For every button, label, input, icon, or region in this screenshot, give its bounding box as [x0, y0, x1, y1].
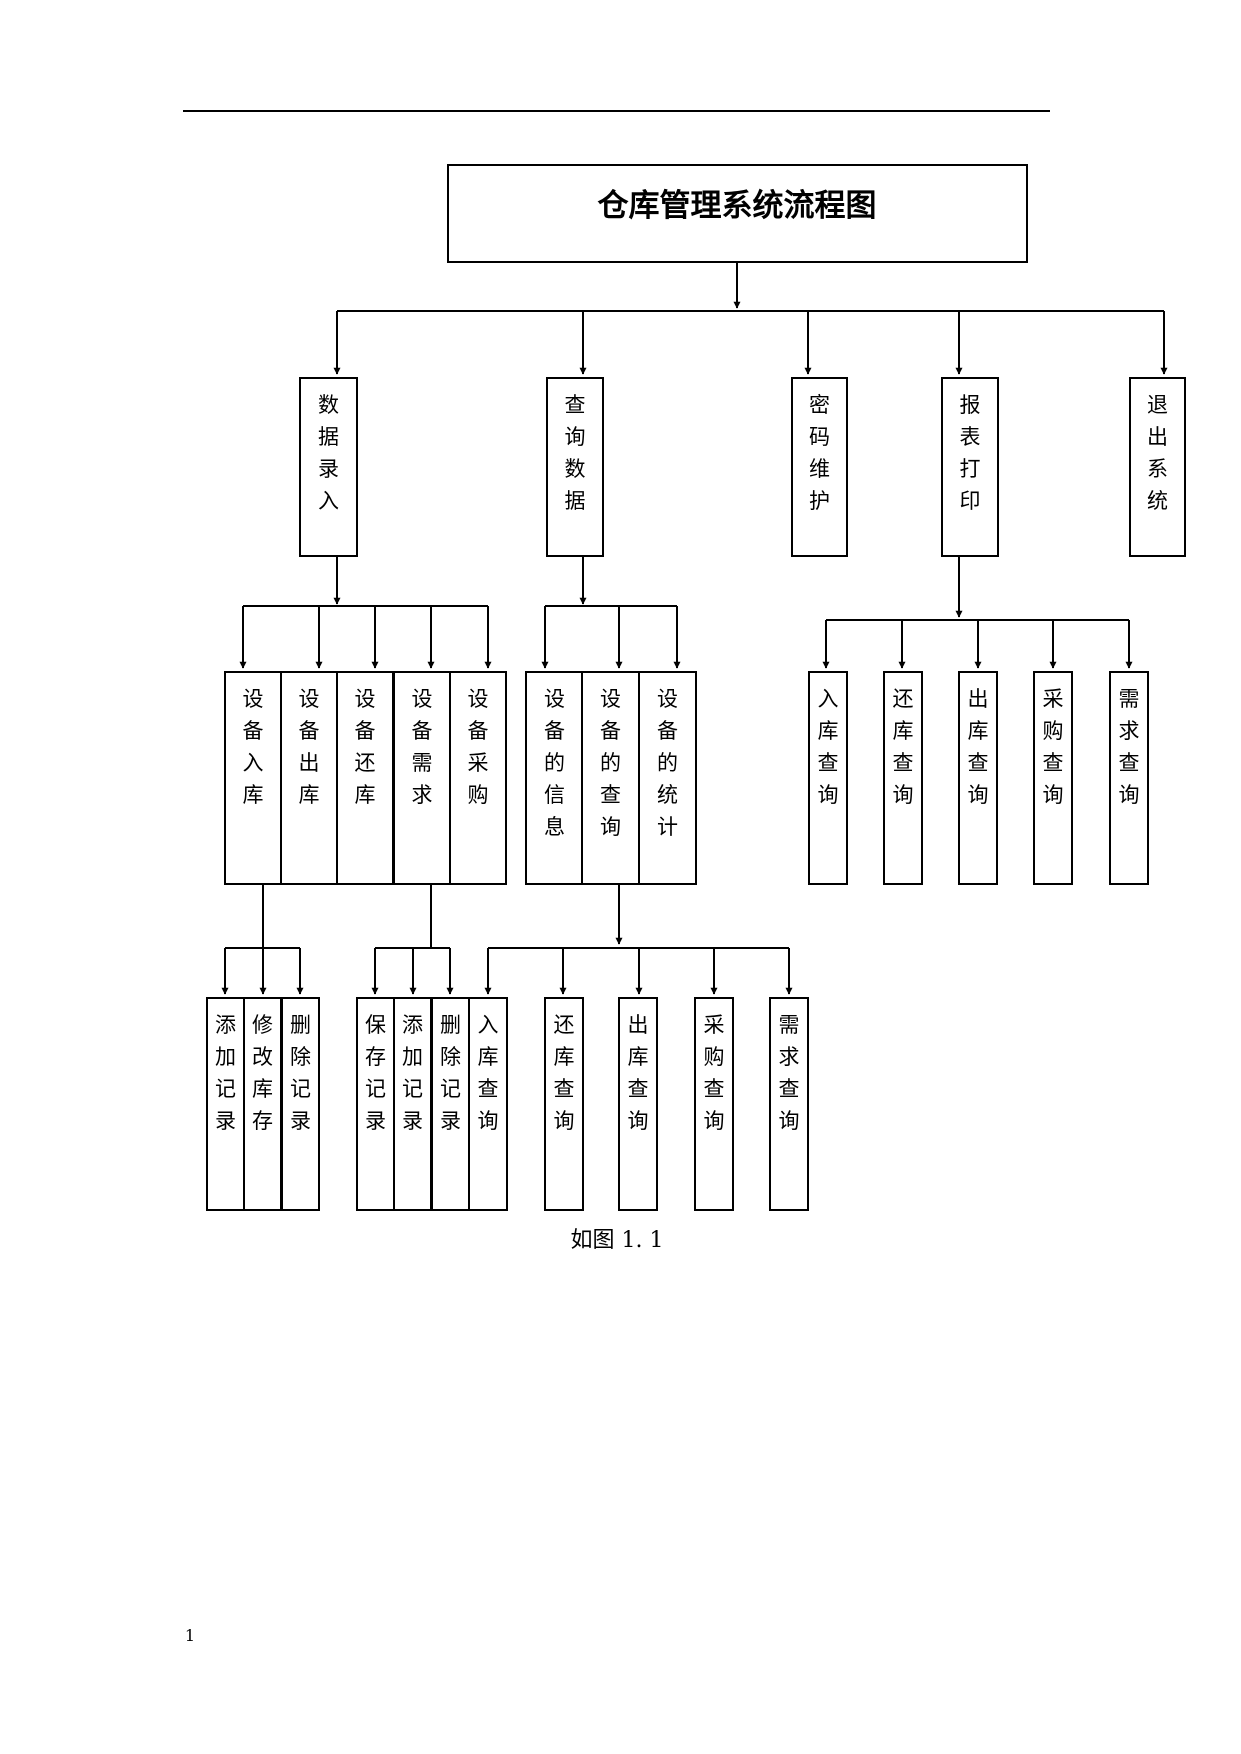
query-sub-box-1-label: 入库查询 — [478, 1013, 499, 1133]
entry-sub-a-box-2: 修改库存 — [243, 997, 282, 1211]
data-entry-box-5-label: 设备采购 — [468, 687, 489, 807]
level1-box-2-label: 查询数据 — [565, 393, 586, 513]
title-box: 仓库管理系统流程图 — [447, 164, 1028, 263]
query-box-2-label: 设备的查询 — [600, 687, 621, 839]
level1-box-1: 数据录入 — [299, 377, 358, 557]
data-entry-box-5: 设备采购 — [449, 671, 507, 885]
entry-sub-a-box-2-label: 修改库存 — [252, 1013, 273, 1133]
entry-sub-a-box-1-label: 添加记录 — [215, 1013, 236, 1133]
data-entry-box-1: 设备入库 — [224, 671, 282, 885]
connector-lines — [221, 262, 1168, 995]
query-box-2: 设备的查询 — [581, 671, 640, 885]
query-sub-box-1: 入库查询 — [468, 997, 508, 1211]
query-box-3-label: 设备的统计 — [657, 687, 678, 839]
entry-sub-b-box-2-label: 添加记录 — [402, 1013, 423, 1133]
report-box-3-label: 出库查询 — [968, 687, 989, 807]
report-box-4: 采购查询 — [1033, 671, 1073, 885]
page-number: 1 — [185, 1626, 195, 1645]
entry-sub-b-box-1-label: 保存记录 — [365, 1013, 386, 1133]
report-box-2-label: 还库查询 — [893, 687, 914, 807]
entry-sub-b-box-2: 添加记录 — [393, 997, 432, 1211]
report-box-5-label: 需求查询 — [1119, 687, 1140, 807]
query-box-3: 设备的统计 — [638, 671, 697, 885]
entry-sub-b-box-3-label: 删除记录 — [440, 1013, 461, 1133]
query-sub-box-3: 出库查询 — [618, 997, 658, 1211]
data-entry-box-4-label: 设备需求 — [412, 687, 433, 807]
level1-box-4: 报表打印 — [941, 377, 999, 557]
query-sub-box-5-label: 需求查询 — [779, 1013, 800, 1133]
query-sub-box-3-label: 出库查询 — [628, 1013, 649, 1133]
entry-sub-a-box-1: 添加记录 — [206, 997, 245, 1211]
data-entry-box-1-label: 设备入库 — [243, 687, 264, 807]
level1-box-3: 密码维护 — [791, 377, 848, 557]
level1-box-5: 退出系统 — [1129, 377, 1186, 557]
report-box-3: 出库查询 — [958, 671, 998, 885]
report-box-4-label: 采购查询 — [1043, 687, 1064, 807]
entry-sub-a-box-3-label: 删除记录 — [290, 1013, 311, 1133]
data-entry-box-4: 设备需求 — [393, 671, 451, 885]
report-box-2: 还库查询 — [883, 671, 923, 885]
query-sub-box-2: 还库查询 — [544, 997, 584, 1211]
level1-box-3-label: 密码维护 — [809, 393, 830, 513]
query-sub-box-4-label: 采购查询 — [704, 1013, 725, 1133]
level1-box-1-label: 数据录入 — [318, 393, 339, 513]
report-box-1: 入库查询 — [808, 671, 848, 885]
report-box-5: 需求查询 — [1109, 671, 1149, 885]
level1-box-4-label: 报表打印 — [960, 393, 981, 513]
report-box-1-label: 入库查询 — [818, 687, 839, 807]
data-entry-box-2-label: 设备出库 — [299, 687, 320, 807]
data-entry-box-3: 设备还库 — [336, 671, 394, 885]
query-sub-box-4: 采购查询 — [694, 997, 734, 1211]
entry-sub-b-box-1: 保存记录 — [356, 997, 395, 1211]
query-box-1: 设备的信息 — [525, 671, 584, 885]
level1-box-5-label: 退出系统 — [1147, 393, 1168, 513]
data-entry-box-3-label: 设备还库 — [355, 687, 376, 807]
query-sub-box-5: 需求查询 — [769, 997, 809, 1211]
entry-sub-b-box-3: 删除记录 — [431, 997, 470, 1211]
data-entry-box-2: 设备出库 — [280, 671, 338, 885]
query-box-1-label: 设备的信息 — [544, 687, 565, 839]
figure-caption: 如图 1. 1 — [571, 1228, 664, 1253]
diagram-title: 仓库管理系统流程图 — [598, 188, 877, 224]
level1-box-2: 查询数据 — [546, 377, 604, 557]
entry-sub-a-box-3: 删除记录 — [281, 997, 320, 1211]
query-sub-box-2-label: 还库查询 — [554, 1013, 575, 1133]
